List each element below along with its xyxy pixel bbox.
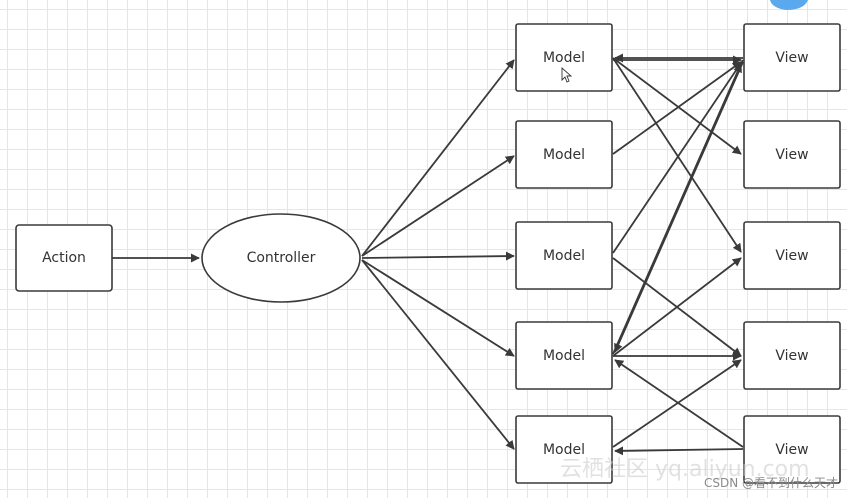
model-label: Model	[543, 147, 585, 163]
view-label: View	[775, 50, 808, 66]
edge-model4-view3	[612, 257, 742, 357]
edge-model4-view1	[612, 63, 742, 355]
view-node-2[interactable]: View	[743, 120, 841, 189]
edge-model5-view4	[612, 359, 742, 448]
edge-model1-view2	[612, 57, 742, 155]
controller-label: Controller	[247, 250, 316, 266]
view-label: View	[775, 348, 808, 364]
view-node-3[interactable]: View	[743, 221, 841, 290]
node-group: Action Controller Model Model Model Mode…	[15, 23, 841, 484]
site-watermark: 云栖社区 yq.aliyun.com	[560, 457, 810, 482]
edge-view5-model4	[614, 359, 744, 448]
view-node-4[interactable]: View	[743, 321, 841, 390]
csdn-credit-watermark: CSDN @看不到什么天才	[704, 476, 838, 490]
view-label: View	[775, 442, 808, 458]
model-node-2[interactable]: Model	[515, 120, 613, 189]
action-node[interactable]: Action	[15, 224, 113, 292]
connector-group	[112, 53, 744, 456]
model-label: Model	[543, 50, 585, 66]
view-node-5[interactable]: View	[743, 415, 841, 484]
corner-blob-shape	[770, 0, 808, 10]
edge-controller-model-5	[361, 259, 515, 450]
edge-controller-model-4	[361, 259, 515, 357]
edge-view1-model4	[614, 61, 744, 353]
model-node-3[interactable]: Model	[515, 221, 613, 290]
edge-model2-view1	[612, 61, 742, 155]
view-node-1[interactable]: View	[743, 23, 841, 92]
model-label: Model	[543, 348, 585, 364]
edge-view5-model5	[614, 446, 744, 456]
controller-node[interactable]: Controller	[201, 213, 361, 303]
action-label: Action	[42, 250, 86, 266]
model-node-4[interactable]: Model	[515, 321, 613, 390]
model-label: Model	[543, 248, 585, 264]
model-label: Model	[543, 442, 585, 458]
edge-model1-view3	[612, 57, 742, 253]
mouse-cursor-icon	[561, 66, 573, 83]
model-node-5[interactable]: Model	[515, 415, 613, 484]
edge-controller-model-3	[361, 251, 515, 261]
view-label: View	[775, 248, 808, 264]
view-label: View	[775, 147, 808, 163]
edge-controller-model-2	[361, 155, 515, 257]
edge-view1-model3-line	[612, 59, 744, 254]
model-node-1[interactable]: Model	[515, 23, 613, 92]
edge-controller-model-1	[361, 59, 515, 257]
